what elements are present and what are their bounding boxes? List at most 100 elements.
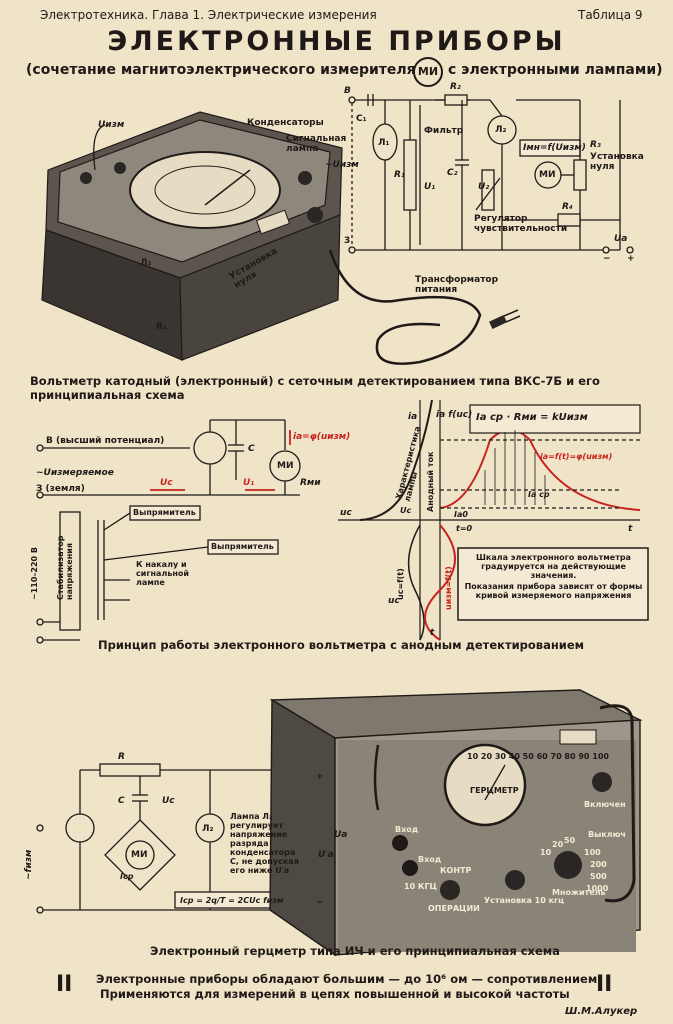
ia-f-uc-label: iа f(uс) xyxy=(436,410,473,420)
imi-formula: Iмн=f(Uизм) xyxy=(523,143,586,153)
roman-left: II xyxy=(56,972,73,997)
mult-50: 50 xyxy=(564,836,576,845)
capacitor-c-label: C xyxy=(248,444,255,454)
lamp-characteristic-curve xyxy=(359,399,433,521)
c1-label: C₁ xyxy=(356,114,367,124)
c-s3-label: C xyxy=(118,796,125,806)
rectifier-1: Выпрямитель xyxy=(133,508,196,517)
plus-terminal-label: + xyxy=(627,254,635,264)
on-label: Включен xyxy=(584,800,626,809)
r1-label: R₁ xyxy=(394,170,405,180)
voltmeter-dial xyxy=(129,151,281,229)
ua-prime-label: U′а xyxy=(318,850,334,860)
mult-200: 200 xyxy=(590,860,607,869)
control-label: КОНТР xyxy=(440,866,472,875)
mult-10: 10 xyxy=(540,848,552,857)
filter-label: Фильтр xyxy=(424,126,464,136)
l2-label: Л₂ xyxy=(140,258,152,268)
uc-label: Uс xyxy=(160,478,173,488)
ia0-label: Iа0 xyxy=(454,510,468,519)
author-signature: Ш.М.Алукер xyxy=(565,1006,638,1017)
ground-label: З (земля) xyxy=(36,484,85,494)
footer-line2: Применяются для измерений в цепях повыше… xyxy=(100,987,570,1001)
r4-label: R₄ xyxy=(562,202,573,212)
fizm-label: ~fизм xyxy=(24,849,34,880)
t-low-label: t xyxy=(430,628,435,638)
khz-label: 10 КГЦ xyxy=(404,882,437,891)
uizm-label: Uизм xyxy=(98,120,125,130)
page-title: ЭЛЕКТРОННЫЕ ПРИБОРЫ xyxy=(107,26,566,57)
r1-device-label: R₁ xyxy=(156,322,167,332)
zero-set-label: Установка нуля xyxy=(590,152,644,172)
rmi-label: Rми xyxy=(300,478,321,488)
ua-label: Uа xyxy=(614,234,628,244)
calibration-label: Установка 10 кгц xyxy=(484,896,565,905)
uz-label: U₂ xyxy=(478,182,490,192)
ia-avg-label: Iа ср xyxy=(528,490,550,499)
mi-symbol: МИ xyxy=(413,57,443,87)
operations-label: ОПЕРАЦИИ xyxy=(428,904,480,913)
condensers-label: Конденсаторы xyxy=(247,118,324,128)
off-label: Выключ xyxy=(588,830,626,839)
r-label: R xyxy=(118,752,125,762)
uc-low-label: uс xyxy=(388,596,400,606)
r3-label: R₃ xyxy=(590,140,601,150)
plus-s3-label: + xyxy=(316,772,324,782)
rectifier-2: Выпрямитель xyxy=(211,542,274,551)
terminal-3-label: 3 xyxy=(344,236,351,246)
section2-caption: Принцип работы электронного вольтметра с… xyxy=(98,638,585,652)
input-jack-1 xyxy=(392,835,408,851)
section1-schematic xyxy=(348,94,634,254)
sensitivity-regulator-label: Регулятор чувствительности xyxy=(474,214,568,234)
frequency-meter-illustration xyxy=(269,689,643,957)
minus-terminal-label: − xyxy=(603,254,611,264)
t-axis-label: t xyxy=(628,524,633,534)
l2-schematic-label: Л₂ xyxy=(495,125,507,135)
mult-1000: 1000 xyxy=(586,884,609,893)
grid-voltage-curve xyxy=(407,524,425,641)
heater-label: К накалу и сигнальной лампе xyxy=(136,560,189,587)
input-label: Вход xyxy=(395,825,419,834)
footer-line1: Электронные приборы обладают большим — д… xyxy=(96,972,602,986)
power-switch xyxy=(592,772,612,792)
chapter-header: Электротехника. Глава 1. Электрические и… xyxy=(40,8,377,22)
icp-formula: Iср = 2q/T = 2CUс fизм xyxy=(180,896,284,905)
mi-s3-label: МИ xyxy=(131,850,148,860)
r2-label: R₂ xyxy=(450,82,461,92)
transformer-label: Трансформатор питания xyxy=(415,275,499,295)
mult-20: 20 xyxy=(552,840,564,849)
ia-phi-label: iа=φ(uизм) xyxy=(293,432,351,442)
section3-caption: Электронный герцметр типа ИЧ и его принц… xyxy=(150,944,560,958)
icp-label: Iср xyxy=(120,872,134,881)
multiplier-switch xyxy=(554,851,582,879)
multiplier-label: Множитель xyxy=(552,888,606,897)
t0-label: t=0 xyxy=(456,524,473,533)
section2-schematic xyxy=(36,419,301,644)
ia-formula-box: Iа ср · Rми = kUизм xyxy=(476,412,588,423)
scale-note: Шкала электронного вольтметра градуирует… xyxy=(476,553,631,580)
u1-s2-label: U₁ xyxy=(243,478,255,488)
readings-note: Показания прибора зависят от формы криво… xyxy=(464,582,643,600)
meter-name: ГЕРЦМЕТР xyxy=(470,786,519,795)
roman-right: II xyxy=(596,972,613,997)
subtitle-part2: с электронными лампами) xyxy=(448,62,663,78)
l1-label: Л₁ xyxy=(378,138,390,148)
mi-meter-label: МИ xyxy=(277,461,294,471)
u1-label: U₁ xyxy=(424,182,436,192)
mult-500: 500 xyxy=(590,872,607,881)
tilde-uizm-label: ~Uизм xyxy=(325,160,359,170)
input-jack-2 xyxy=(402,860,418,876)
ua-s3-label: Uа xyxy=(334,830,348,840)
input-label-2: Вход xyxy=(418,855,442,864)
terminal-b-label: В xyxy=(344,86,351,96)
dial-scale: 10 20 30 40 50 60 70 80 90 100 xyxy=(467,752,609,761)
uc0-label: Uс xyxy=(400,506,412,515)
uc-axis-label: uс xyxy=(340,508,352,518)
section2-graph xyxy=(338,399,649,641)
ia-t-label: iа=f(t)=φ(uизм) xyxy=(540,452,613,461)
u-measured-label: ~Uизмеряемое xyxy=(36,468,114,478)
